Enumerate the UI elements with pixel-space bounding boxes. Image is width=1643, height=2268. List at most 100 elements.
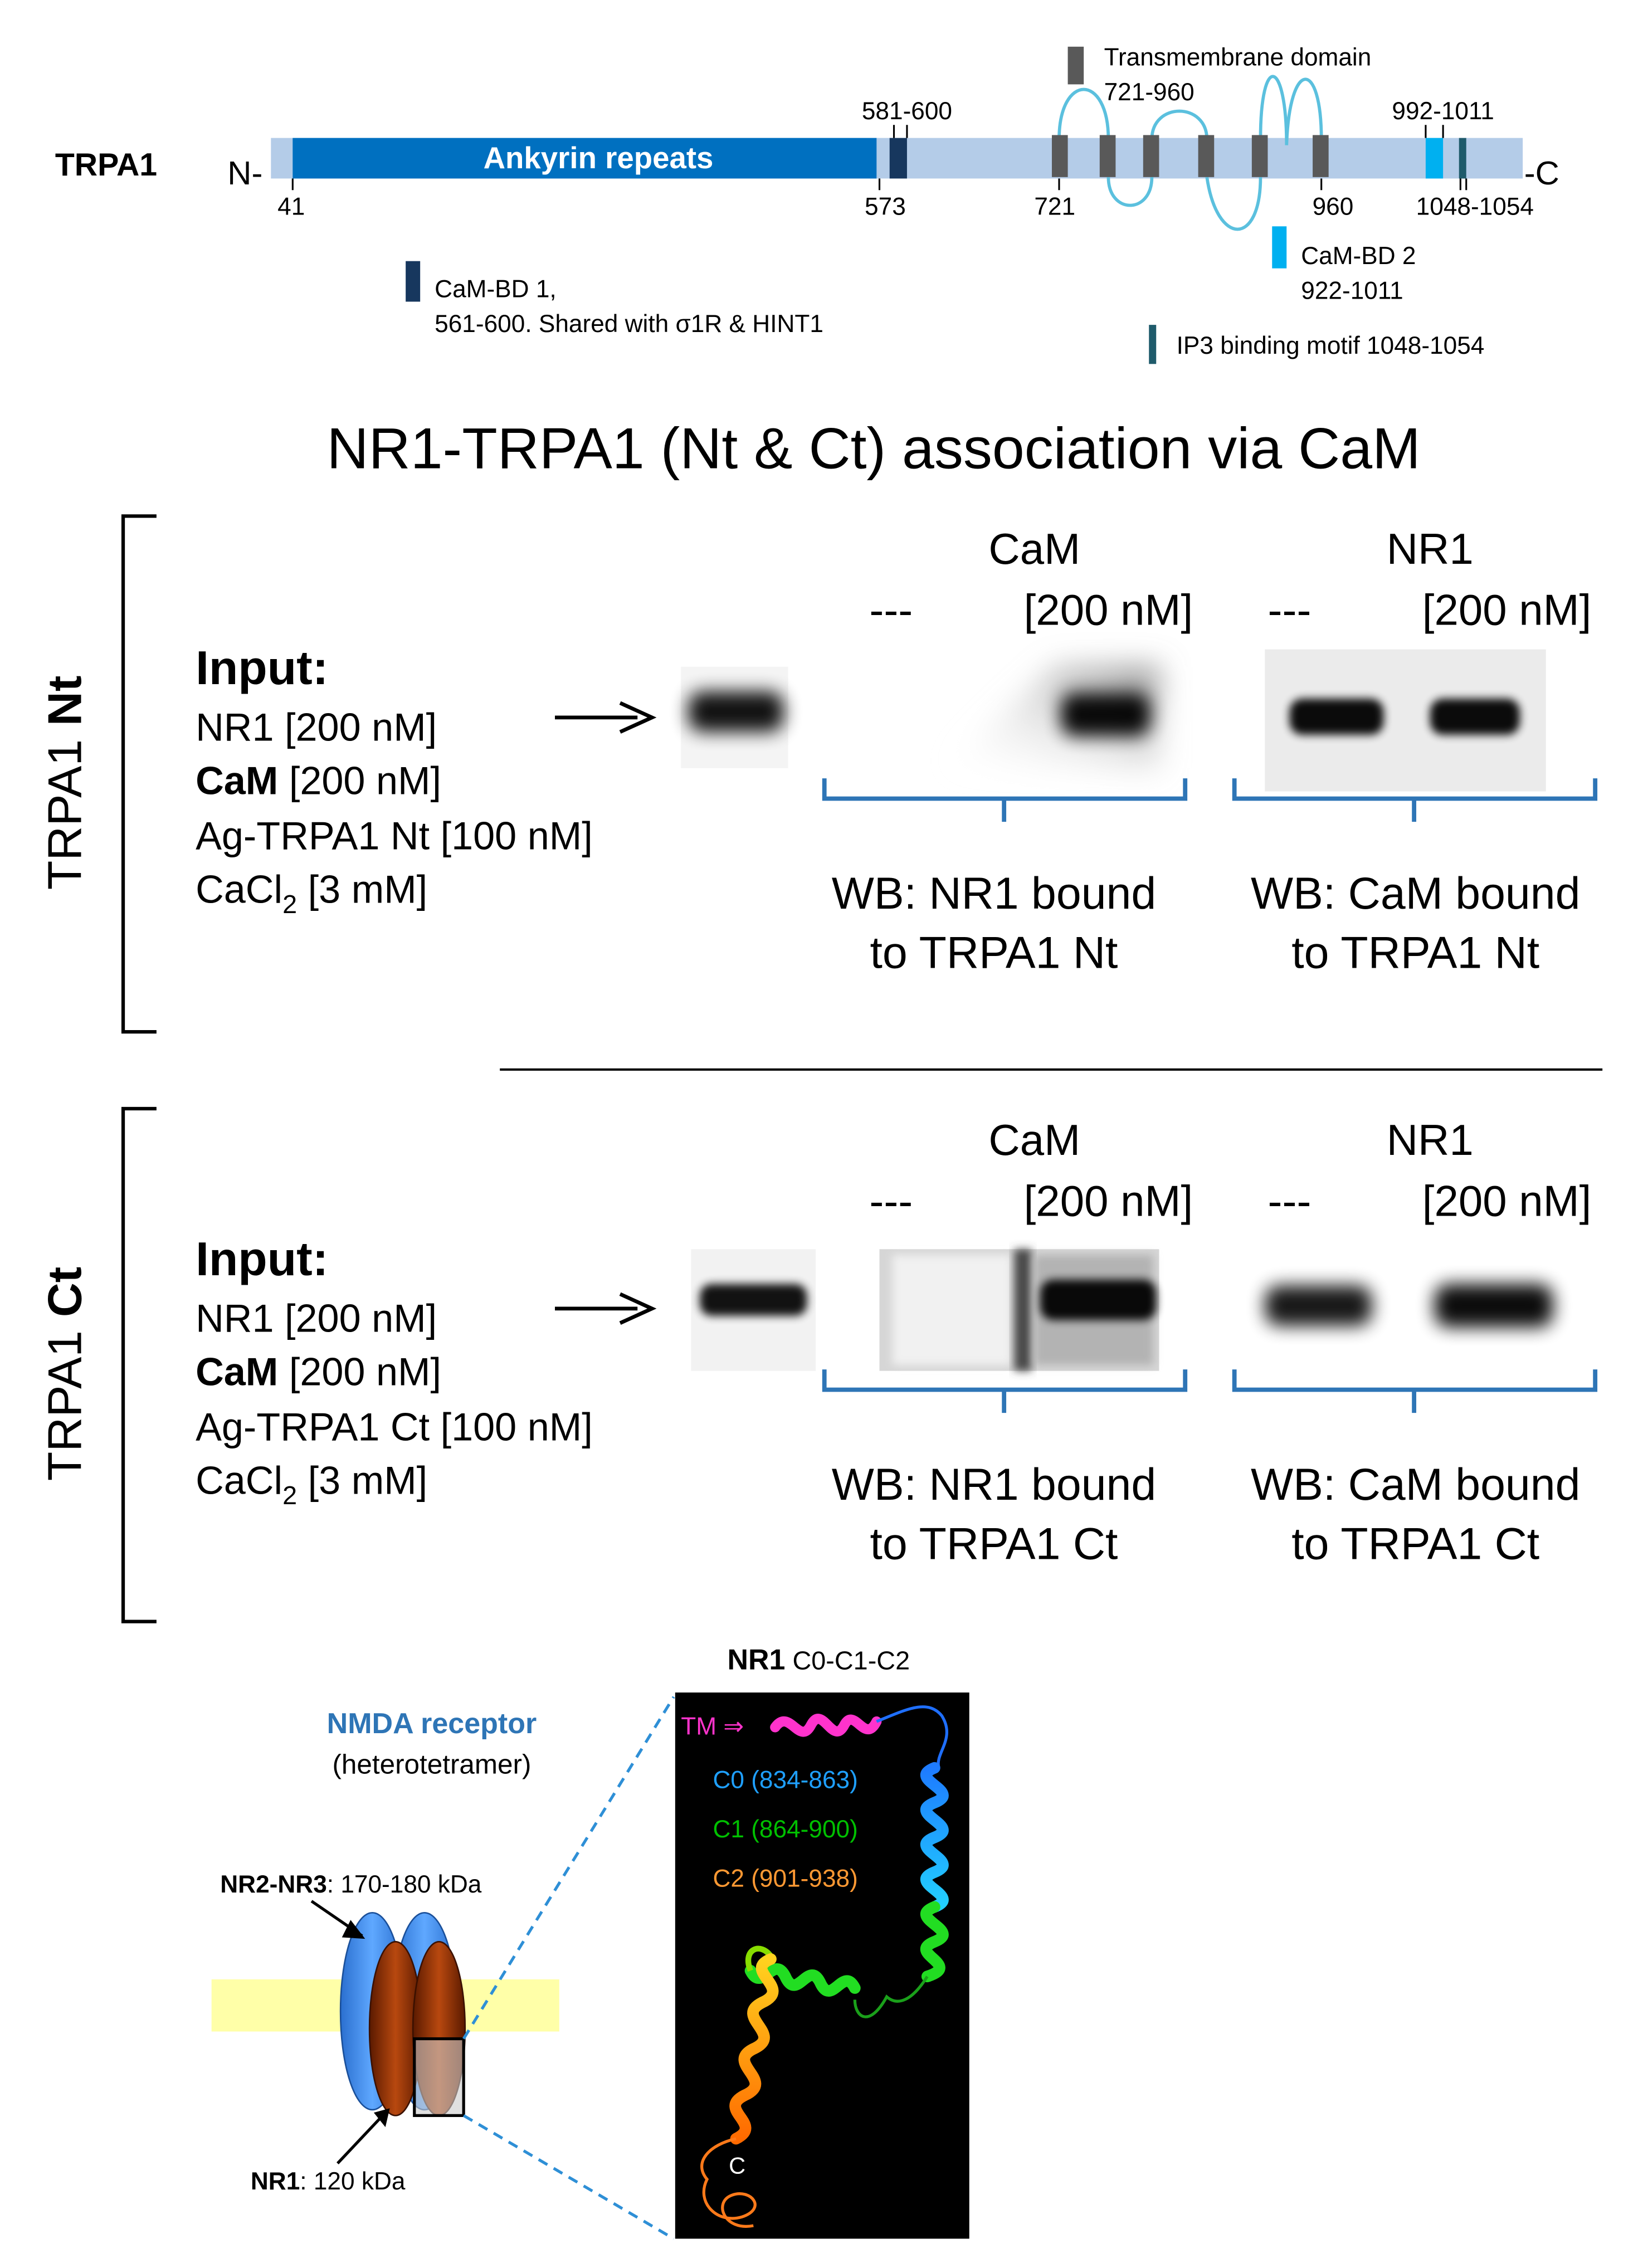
wb-bracket-1 (822, 778, 1188, 822)
blot-cam-bound (1265, 1284, 1553, 1328)
cam-conc: [200 nM] (1024, 585, 1193, 634)
input-cam: CaM [200 nM] (196, 1350, 441, 1394)
nr1-minus: --- (1268, 1176, 1312, 1225)
blot-nr1-bound (879, 1249, 1159, 1371)
c1-helix-vertical (920, 1901, 949, 1983)
pos-573: 573 (865, 193, 906, 220)
input-heading: Input: (196, 641, 328, 695)
ip3-legend-label: IP3 binding motif 1048-1054 (1177, 332, 1485, 359)
cam-minus: --- (869, 1176, 913, 1225)
input-nr1: NR1 [200 nM] (196, 705, 437, 749)
tm-segment-1 (1051, 135, 1068, 177)
panel-side-label: TRPA1 Ct (38, 1267, 92, 1481)
input-ag-trpa1: Ag-TRPA1 Ct [100 nM] (196, 1405, 593, 1449)
c0-helix (920, 1762, 949, 1913)
tm-segment-5 (1251, 135, 1268, 177)
cam-conc: [200 nM] (1024, 1176, 1193, 1225)
nr1-label: NR1: 120 kDa (251, 2168, 406, 2195)
panel-bracket (121, 514, 157, 1034)
pos-1048-1054: 1048-1054 (1416, 193, 1534, 220)
input-band (688, 691, 784, 732)
cambd2-legend-line2: 922-1011 (1301, 277, 1403, 304)
wb1-caption-line1: WB: NR1 bound (832, 869, 1156, 919)
tm-legend-swatch (1067, 46, 1084, 85)
wb2-caption-line2: to TRPA1 Nt (1291, 928, 1539, 978)
nr1-arrow-head (373, 2108, 390, 2128)
wb2-caption-line1: WB: CaM bound (1251, 869, 1580, 919)
nr2-arrow-head (342, 1920, 365, 1939)
c-terminus-label: -C (1524, 154, 1559, 192)
zoom-guide-top (462, 1696, 675, 2040)
nr2-nr3-label: NR2-NR3: 170-180 kDa (220, 1871, 482, 1898)
zoom-box (413, 2037, 465, 2117)
input-heading: Input: (196, 1232, 328, 1286)
tm-segment-3 (1143, 135, 1159, 177)
panel-side-label: TRPA1 Nt (38, 676, 92, 890)
nmda-title: NMDA receptor (327, 1708, 537, 1740)
structure-background (675, 1693, 969, 2239)
cam-minus: --- (869, 585, 913, 634)
cambd2-block (1425, 138, 1444, 179)
c2-label: C2 (901-938) (713, 1865, 857, 1892)
tm-label: TM ⇒ (681, 1713, 744, 1740)
input-band (700, 1284, 807, 1316)
cambd1-legend-swatch (406, 261, 421, 302)
cam-header: CaM (988, 524, 1080, 573)
nmda-receptor-schematic: NMDA receptor (heterotetramer) NR2-NR3: … (211, 1696, 675, 2240)
input-ag-trpa1: Ag-TRPA1 Nt [100 nM] (196, 813, 593, 857)
input-cacl2: CaCl2 [3 mM] (196, 867, 427, 919)
blot-nr1-bound (942, 666, 1159, 768)
cambd1-block (889, 138, 907, 179)
ankyrin-repeats-label: Ankyrin repeats (484, 141, 714, 175)
pos-992-1011: 992-1011 (1392, 97, 1494, 125)
ip3-block (1459, 138, 1466, 179)
panel-trpa1-ct: TRPA1 Ct Input: NR1 [200 nM] CaM [200 nM… (38, 1106, 1598, 1623)
wb-bracket-2 (1232, 778, 1598, 822)
tm-legend-line2: 721-960 (1104, 79, 1195, 106)
pos-721: 721 (1034, 193, 1075, 220)
blot-cam-bound (1265, 649, 1546, 792)
c1-label: C1 (864-900) (713, 1816, 857, 1843)
input-arrow-head (619, 701, 657, 734)
cambd2-legend-swatch (1272, 226, 1287, 269)
tm-segment-4 (1198, 135, 1215, 177)
wb-bracket-1 (822, 1369, 1188, 1413)
nr1-structure-panel: NR1 C0-C1-C2 TM ⇒ C0 (834-863) C1 (864-9… (675, 1643, 969, 2239)
c0-label: C0 (834-863) (713, 1767, 857, 1794)
wb2-caption-line1: WB: CaM bound (1251, 1460, 1580, 1510)
n-terminus-label: N- (227, 154, 262, 192)
nr1-conc: [200 nM] (1422, 1176, 1592, 1225)
nmda-subtitle: (heterotetramer) (332, 1749, 531, 1780)
tm-legend-line1: Transmembrane domain (1104, 44, 1372, 71)
zoom-guide-bottom (462, 2114, 675, 2240)
transmembrane-loops (1057, 75, 1323, 231)
wb1-caption-line1: WB: NR1 bound (832, 1460, 1156, 1510)
ip3-legend-swatch (1149, 325, 1157, 364)
tm-helix (770, 1714, 882, 1737)
panel-trpa1-nt: TRPA1 Nt Input: NR1 [200 nM] CaM [200 nM… (38, 514, 1598, 1034)
ankyrin-repeats-block (292, 138, 877, 179)
c-terminal-loop (700, 2137, 757, 2228)
nr1-conc: [200 nM] (1422, 585, 1592, 634)
tm-to-c0-loop (876, 1705, 948, 1768)
pos-41: 41 (277, 193, 305, 220)
main-title: NR1-TRPA1 (Nt & Ct) association via CaM (326, 417, 1420, 481)
nr1-header: NR1 (1387, 524, 1474, 573)
tm-segment-6 (1313, 135, 1329, 177)
nr1-arrow (337, 2111, 387, 2164)
tm-segment-2 (1099, 135, 1116, 177)
wb2-caption-line2: to TRPA1 Ct (1291, 1519, 1539, 1569)
c1-loop (853, 1976, 929, 2018)
cambd2-legend-line1: CaM-BD 2 (1301, 242, 1416, 270)
c1-to-c2-turn (745, 1945, 773, 1972)
cam-header: CaM (988, 1115, 1080, 1164)
wb1-caption-line2: to TRPA1 Ct (870, 1519, 1118, 1569)
pos-581-600: 581-600 (862, 97, 952, 125)
cambd1-legend-line1: CaM-BD 1, (435, 276, 557, 303)
pos-960: 960 (1313, 193, 1354, 220)
input-cam: CaM [200 nM] (196, 759, 441, 803)
input-cacl2: CaCl2 [3 mM] (196, 1459, 427, 1510)
wb-bracket-2 (1232, 1369, 1598, 1413)
c-terminus-marker: C (729, 2152, 745, 2178)
structure-title: NR1 C0-C1-C2 (727, 1643, 910, 1676)
